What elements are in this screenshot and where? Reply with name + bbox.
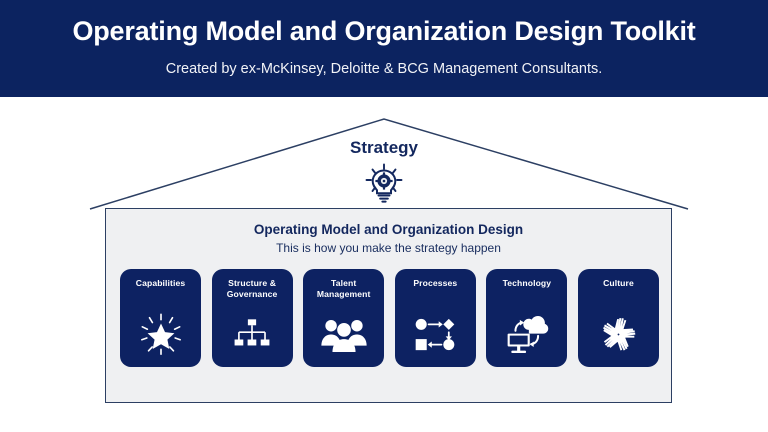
lightbulb-gear-icon [354, 163, 414, 205]
pillar-card-structure-governance[interactable]: Structure & Governance [211, 269, 293, 367]
people-group-icon [303, 309, 384, 359]
pillar-label-processes: Processes [413, 278, 458, 288]
pillar-label-line-2: Governance [226, 288, 278, 299]
header-banner: Operating Model and Organization Design … [0, 0, 768, 97]
strategy-label: Strategy [349, 138, 419, 157]
pillar-card-culture[interactable]: Culture [577, 269, 659, 367]
hands-together-icon [578, 309, 659, 359]
house-diagram: Strategy [0, 97, 768, 432]
operating-model-title: Operating Model and Organization Design [253, 222, 524, 237]
pillar-card-talent-management[interactable]: Talent Management [303, 269, 385, 367]
star-burst-icon [120, 309, 201, 359]
pillar-label-technology: Technology [502, 278, 552, 288]
pillar-card-list: Capabilities [120, 269, 659, 367]
pillar-card-capabilities[interactable]: Capabilities [120, 269, 201, 367]
pillar-card-technology[interactable]: Technology [486, 269, 568, 367]
pillar-card-processes[interactable]: Processes [394, 269, 476, 367]
pillar-label-line-1: Talent [331, 278, 357, 288]
page-subtitle: Created by ex-McKinsey, Deloitte & BCG M… [165, 61, 603, 77]
pillar-label-talent-management: Talent Management [305, 278, 382, 299]
operating-model-box: Operating Model and Organization Design … [105, 208, 672, 403]
operating-model-subtitle: This is how you make the strategy happen [276, 241, 501, 255]
process-flow-icon [395, 309, 476, 359]
cloud-monitor-sync-icon [486, 309, 567, 359]
page-title: Operating Model and Organization Design … [72, 16, 696, 46]
pillar-label-line-2: Management [316, 288, 371, 299]
pillar-label-capabilities: Capabilities [135, 278, 186, 288]
pillar-label-structure-governance: Structure & Governance [214, 278, 291, 299]
org-chart-icon [212, 309, 293, 359]
pillar-label-line-1: Structure & [228, 278, 277, 288]
pillar-label-culture: Culture [603, 278, 634, 288]
